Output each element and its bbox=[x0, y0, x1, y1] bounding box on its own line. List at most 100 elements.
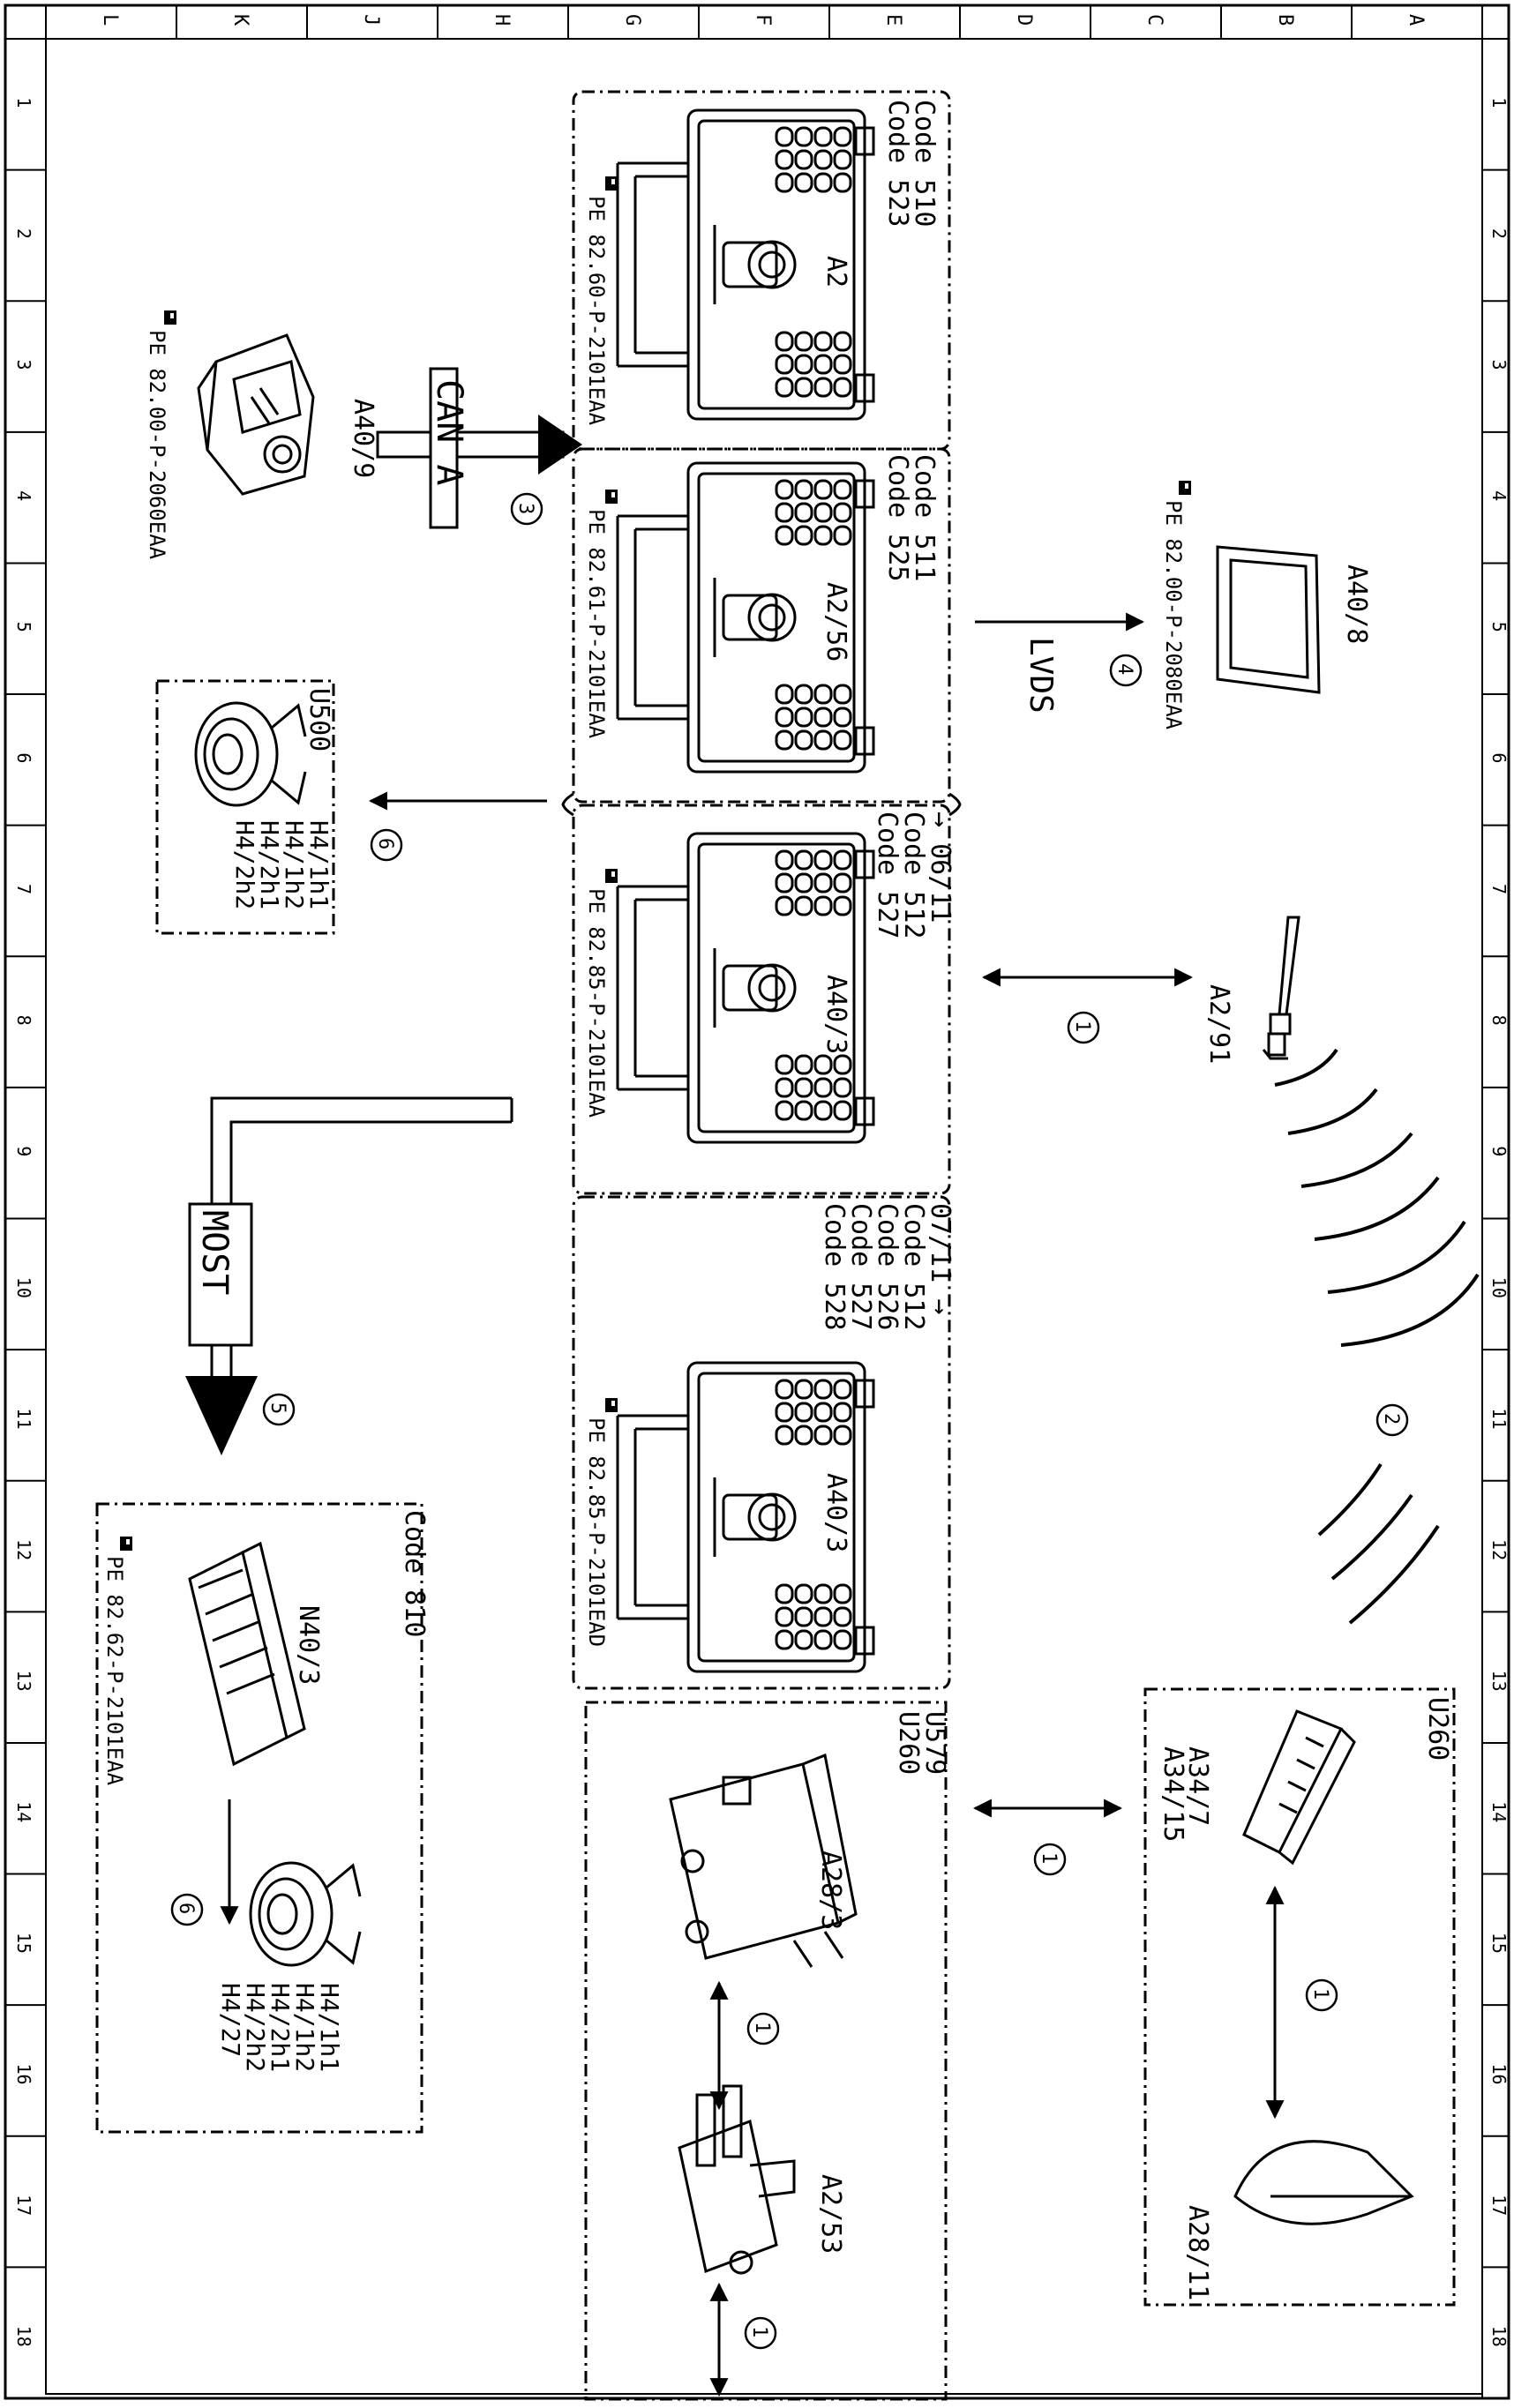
row-number: 14 bbox=[13, 1801, 34, 1822]
row-number: 18 bbox=[13, 2326, 34, 2347]
column-letter: C bbox=[1143, 14, 1165, 26]
row-number: 18 bbox=[1488, 2326, 1510, 2347]
row-number: 6 bbox=[1488, 752, 1510, 763]
u500-spk-1: H4/1h1 bbox=[304, 820, 334, 909]
a40-9-ref: PE 82.00-P-2060EAA bbox=[145, 330, 169, 560]
column-letter: B bbox=[1274, 14, 1296, 26]
callout-1b bbox=[746, 2012, 780, 2045]
a2-ref: PE 82.60-P-2101EAA bbox=[584, 196, 609, 426]
row-number: 12 bbox=[1488, 1539, 1510, 1560]
row-number: 15 bbox=[1488, 1933, 1510, 1954]
head-unit-boxes bbox=[572, 90, 951, 2401]
can-bus: CAN A 3 bbox=[376, 367, 582, 529]
component-n40-3: Code 810 N40/3 PE 82.62-P-2101EAA 6 H4/1… bbox=[95, 1502, 430, 2134]
row-ticks bbox=[5, 168, 1509, 2269]
a2-91-label: A2/91 bbox=[1203, 984, 1234, 1064]
a2-53-label: A2/53 bbox=[815, 2174, 846, 2254]
component-u579: U579 U260 A28/3 1 A2/53 1 bbox=[669, 1711, 950, 2397]
antenna-module-icon bbox=[1242, 1709, 1356, 1866]
row-number: 13 bbox=[1488, 1671, 1510, 1692]
row-number: 1 bbox=[1488, 97, 1510, 108]
callout-1c-text: 1 bbox=[748, 2326, 770, 2337]
antenna-icon bbox=[1262, 916, 1300, 1060]
column-letter: F bbox=[752, 14, 774, 26]
row-number: 9 bbox=[1488, 1146, 1510, 1156]
row-number: 17 bbox=[13, 2195, 34, 2216]
radio-head-unit-icon bbox=[616, 461, 875, 774]
column-letter: H bbox=[491, 14, 513, 26]
n40-spk-4: H4/2h2 bbox=[241, 1983, 270, 2072]
tuner-module-icon bbox=[669, 1753, 858, 1968]
component-a2-91: A2/91 1 bbox=[981, 916, 1300, 1064]
row-number: 14 bbox=[1488, 1801, 1510, 1822]
row-number: 8 bbox=[1488, 1015, 1510, 1026]
a40-8-label: A40/8 bbox=[1341, 565, 1372, 644]
a2-56-code-1: Code 511 bbox=[909, 454, 940, 582]
callout-6-text: 6 bbox=[374, 838, 396, 849]
u260-code: U260 bbox=[1422, 1697, 1453, 1761]
row-number: 7 bbox=[13, 884, 34, 894]
n40-spk-2: H4/1h2 bbox=[290, 1983, 319, 2072]
callout-2-text: 2 bbox=[1380, 1413, 1402, 1425]
unit-a2-56: Code 511 Code 525 A2/56 PE 82.61-P-2101E… bbox=[584, 454, 940, 774]
row-number: 11 bbox=[13, 1408, 34, 1429]
row-number: 2 bbox=[1488, 228, 1510, 239]
callout-4 bbox=[1109, 654, 1143, 687]
component-u260: U260 A34/7 A34/15 1 A28/11 bbox=[1143, 1687, 1456, 2307]
antenna-amp-icon bbox=[678, 2084, 796, 2275]
a40-3b-code-2: Code 526 bbox=[872, 1203, 903, 1331]
row-number: 17 bbox=[1488, 2195, 1510, 2216]
unit-a40-3-late: 07/11 → Code 512 Code 526 Code 527 Code … bbox=[584, 1203, 956, 1673]
row-number: 4 bbox=[13, 490, 34, 501]
component-u500: U500 H4/1h1 H4/1h2 H4/2h1 H4/2h2 6 bbox=[155, 679, 547, 935]
reference-hand-icon bbox=[120, 1537, 132, 1551]
a2-56-code-2: Code 525 bbox=[882, 454, 913, 582]
unit-a40-3-early: → 06/11 Code 512 Code 527 A40/3 PE 82.85… bbox=[584, 811, 956, 1144]
row-number: 4 bbox=[1488, 490, 1510, 501]
n40-spk-3: H4/2h1 bbox=[266, 1983, 295, 2072]
head-unit-a2-drawing bbox=[616, 108, 875, 421]
row-number: 10 bbox=[13, 1277, 34, 1298]
a2-56-label: A2/56 bbox=[821, 582, 851, 662]
radio-head-unit-icon bbox=[616, 1361, 875, 1673]
a40-3b-label: A40/3 bbox=[821, 1473, 851, 1552]
n40-spk-1: H4/1h1 bbox=[315, 1983, 344, 2072]
row-number: 1 bbox=[13, 97, 34, 108]
a40-3b-code-1: Code 512 bbox=[898, 1203, 929, 1331]
u579-code-2: U260 bbox=[893, 1711, 924, 1775]
a40-3b-ref: PE 82.85-P-2101EAD bbox=[584, 1417, 609, 1647]
callout-1 bbox=[1067, 1011, 1100, 1044]
row-number: 7 bbox=[1488, 884, 1510, 894]
column-letter: J bbox=[360, 14, 382, 26]
a28-3-label: A28/3 bbox=[815, 1851, 846, 1930]
row-number: 5 bbox=[1488, 622, 1510, 632]
row-number: 13 bbox=[13, 1671, 34, 1692]
a40-3b-code-3: Code 527 bbox=[845, 1203, 876, 1331]
reference-hand-icon bbox=[605, 1398, 618, 1412]
u500-spk-2: H4/1h2 bbox=[280, 820, 309, 909]
a40-3a-code-1: Code 512 bbox=[898, 811, 929, 939]
row-number: 6 bbox=[13, 752, 34, 763]
most-bus: MOST 5 bbox=[185, 1096, 513, 1455]
callout-6 bbox=[370, 828, 403, 862]
row-numbers: 1122334455667788991010111112121313141415… bbox=[13, 97, 1510, 2346]
a40-3b-code-4: Code 528 bbox=[819, 1203, 850, 1331]
a40-3a-code-2: Code 527 bbox=[872, 811, 903, 939]
a2-code-2: Code 523 bbox=[882, 100, 913, 228]
shark-fin-antenna-icon bbox=[1233, 2140, 1414, 2225]
n40-3-label: N40/3 bbox=[293, 1605, 324, 1685]
n40-3-code: Code 810 bbox=[399, 1510, 430, 1638]
radio-waves: 2 bbox=[1274, 1048, 1480, 1625]
can-label: CAN A bbox=[429, 379, 469, 485]
column-letter: A bbox=[1405, 14, 1427, 26]
speaker-icon bbox=[249, 1861, 362, 1967]
callout-1c bbox=[744, 2316, 777, 2350]
u500-spk-4: H4/2h2 bbox=[230, 820, 259, 909]
radio-head-unit-icon bbox=[616, 108, 875, 421]
display-icon bbox=[1216, 545, 1321, 694]
u579-u260-link: 1 bbox=[972, 1799, 1123, 1876]
a2-56-ref: PE 82.61-P-2101EAA bbox=[584, 509, 609, 739]
row-number: 9 bbox=[13, 1146, 34, 1156]
